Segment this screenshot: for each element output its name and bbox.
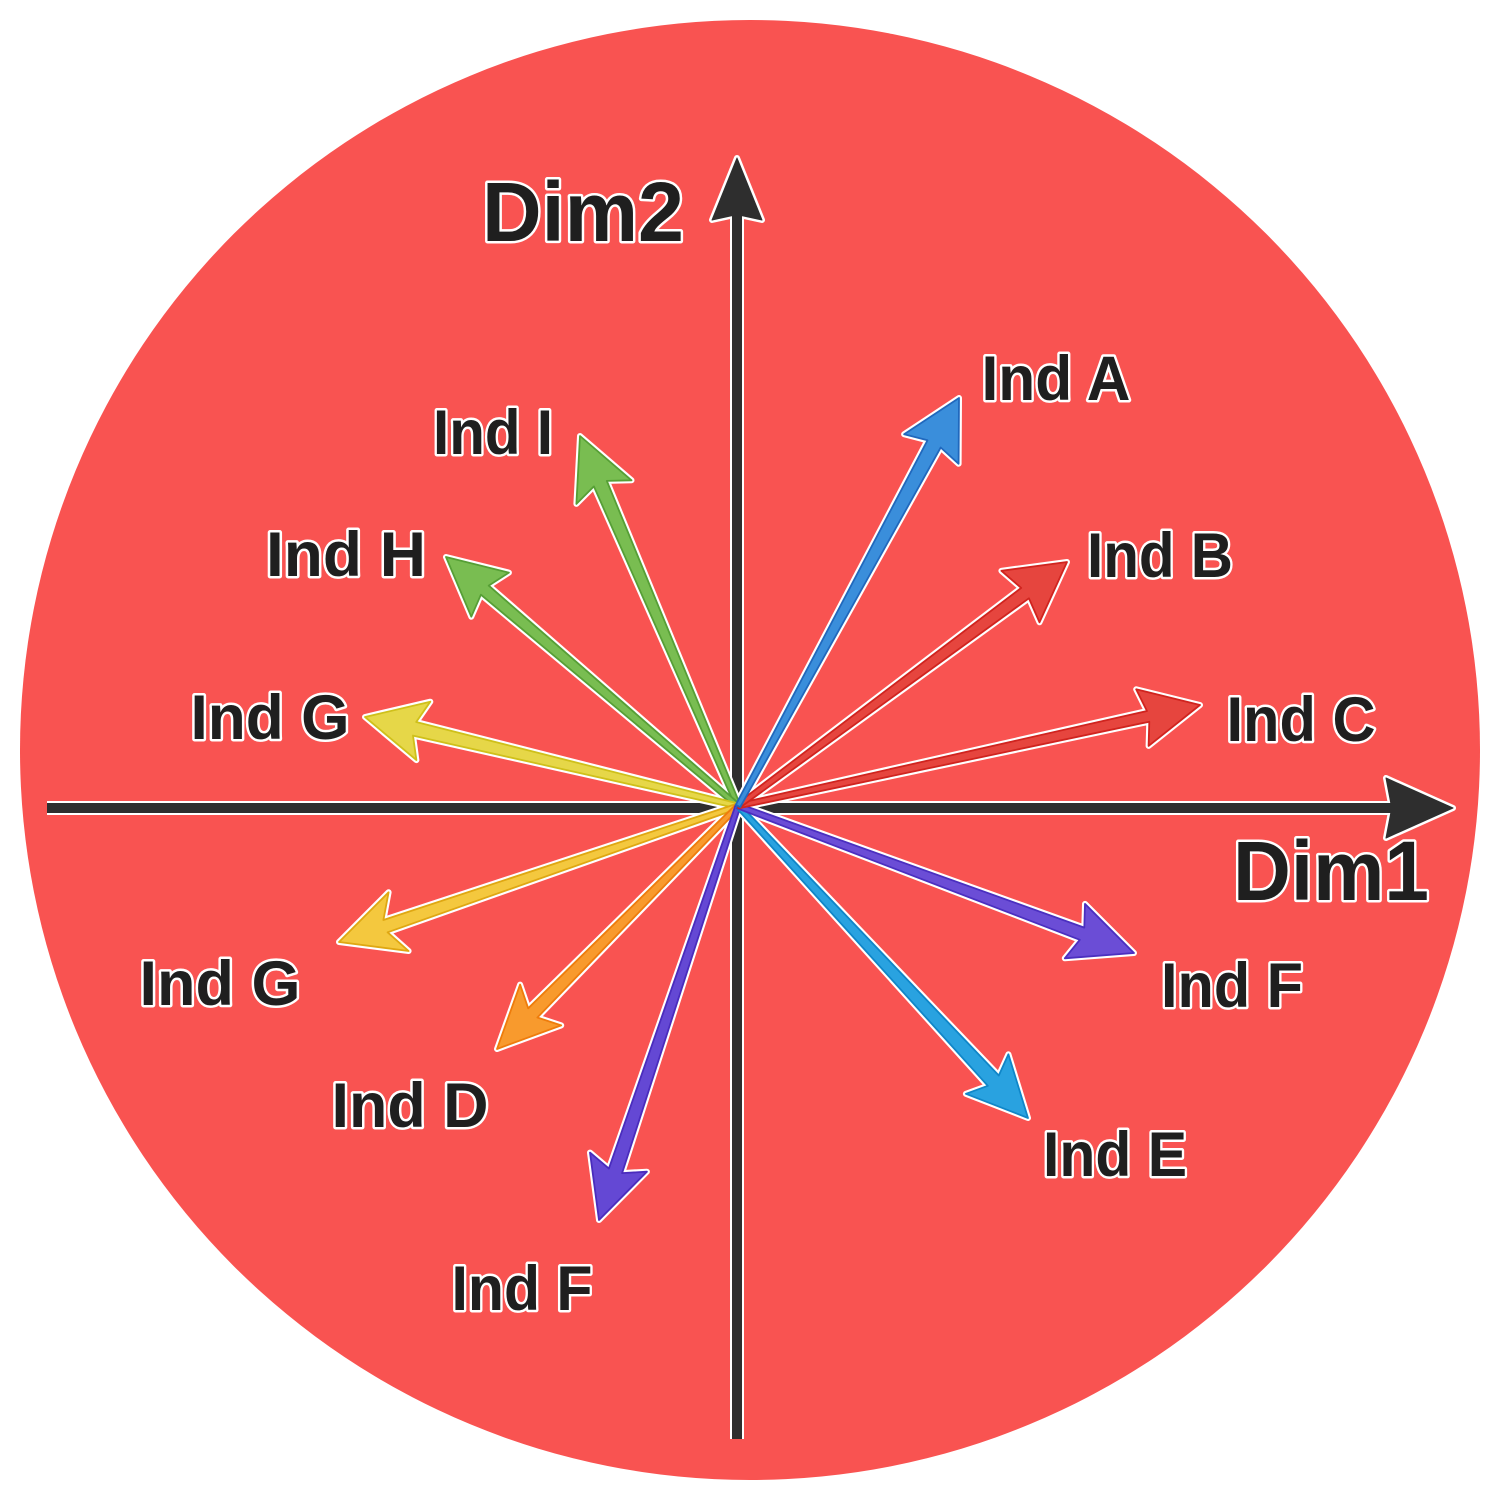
svg-text:Dim1: Dim1: [1233, 824, 1429, 918]
svg-text:Ind G: Ind G: [191, 683, 350, 753]
svg-text:Ind I: Ind I: [433, 398, 553, 468]
svg-text:Dim2: Dim2: [482, 165, 684, 259]
svg-text:Ind D: Ind D: [332, 1071, 489, 1141]
svg-text:Ind B: Ind B: [1087, 521, 1233, 591]
svg-text:Ind E: Ind E: [1043, 1120, 1187, 1190]
svg-text:Ind G: Ind G: [140, 949, 301, 1019]
svg-text:Ind F: Ind F: [1161, 951, 1303, 1021]
svg-text:Ind F: Ind F: [452, 1254, 593, 1324]
svg-text:Ind C: Ind C: [1227, 685, 1376, 755]
svg-text:Ind A: Ind A: [982, 344, 1131, 414]
svg-text:Ind H: Ind H: [266, 520, 426, 590]
